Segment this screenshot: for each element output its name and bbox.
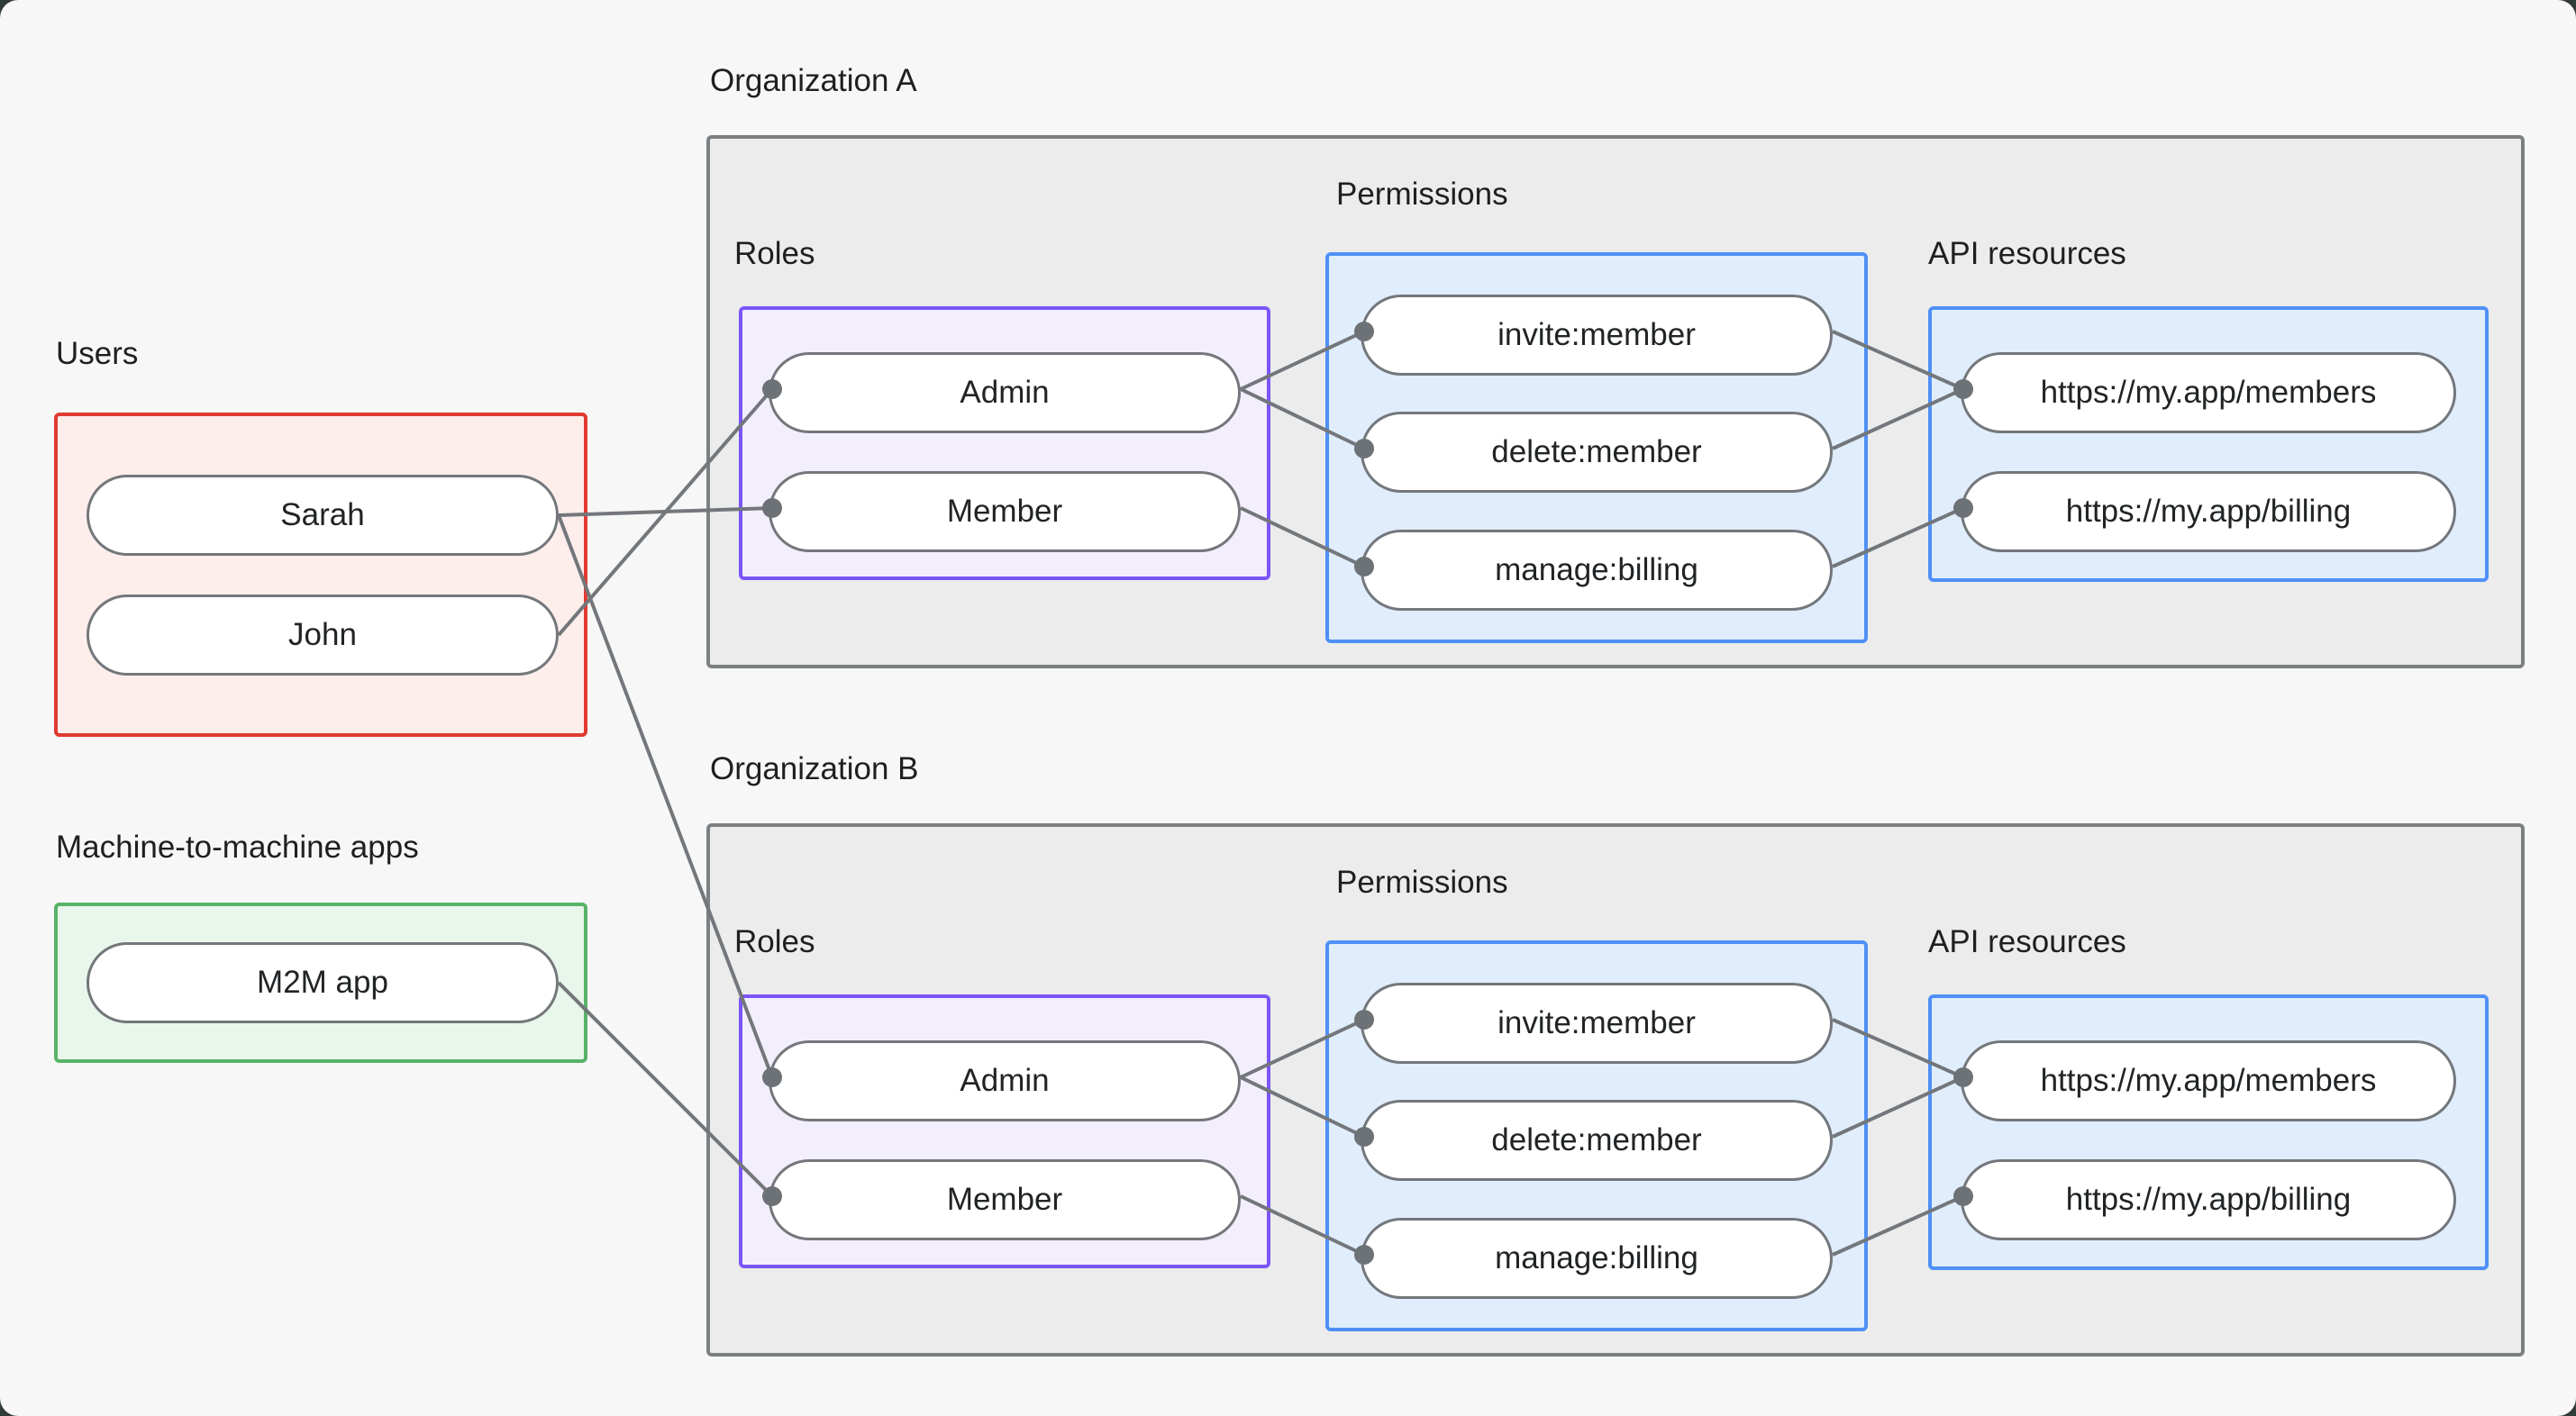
org-b-roles-box: Admin Member: [739, 994, 1270, 1268]
org-b-permission-pill-invite-member: invite:member: [1361, 983, 1833, 1064]
org-a-api-resources-box: https://my.app/members https://my.app/bi…: [1928, 306, 2489, 582]
org-a-roles-label: Roles: [734, 236, 815, 271]
org-b-role-pill-member: Member: [769, 1159, 1241, 1240]
org-a-title: Organization A: [710, 63, 917, 98]
org-a-permissions-box: invite:member delete:member manage:billi…: [1325, 252, 1868, 643]
users-group-label: Users: [56, 336, 139, 371]
users-group-box: [54, 413, 587, 737]
org-a-permission-pill-manage-billing: manage:billing: [1361, 530, 1833, 611]
org-a-box: Organization A Roles Permissions API res…: [706, 63, 2525, 668]
org-a-roles-box: Admin Member: [739, 306, 1270, 580]
org-a-permissions-label: Permissions: [1336, 177, 1508, 212]
org-b-api-pill-billing: https://my.app/billing: [1961, 1159, 2456, 1240]
m2m-group-label: Machine-to-machine apps: [56, 830, 419, 865]
org-b-role-pill-admin: Admin: [769, 1040, 1241, 1121]
org-b-api-resources-box: https://my.app/members https://my.app/bi…: [1928, 994, 2489, 1270]
org-b-api-resources-label: API resources: [1928, 924, 2126, 959]
org-a-api-resources-label: API resources: [1928, 236, 2126, 271]
org-a-role-pill-admin: Admin: [769, 352, 1241, 433]
org-a-role-pill-member: Member: [769, 471, 1241, 552]
org-b-permissions-label: Permissions: [1336, 865, 1508, 900]
m2m-app-pill: M2M app: [86, 942, 559, 1023]
org-b-permission-pill-manage-billing: manage:billing: [1361, 1218, 1833, 1299]
org-a-api-pill-billing: https://my.app/billing: [1961, 471, 2456, 552]
user-pill-john: John: [86, 595, 559, 676]
org-a-api-pill-members: https://my.app/members: [1961, 352, 2456, 433]
org-b-permissions-box: invite:member delete:member manage:billi…: [1325, 940, 1868, 1331]
org-b-title: Organization B: [710, 751, 919, 786]
user-pill-sarah: Sarah: [86, 475, 559, 556]
org-a-permission-pill-delete-member: delete:member: [1361, 412, 1833, 493]
org-b-api-pill-members: https://my.app/members: [1961, 1040, 2456, 1121]
org-b-permission-pill-delete-member: delete:member: [1361, 1100, 1833, 1181]
org-b-box: Organization B Roles Permissions API res…: [706, 751, 2525, 1357]
org-a-permission-pill-invite-member: invite:member: [1361, 295, 1833, 376]
org-b-roles-label: Roles: [734, 924, 815, 959]
